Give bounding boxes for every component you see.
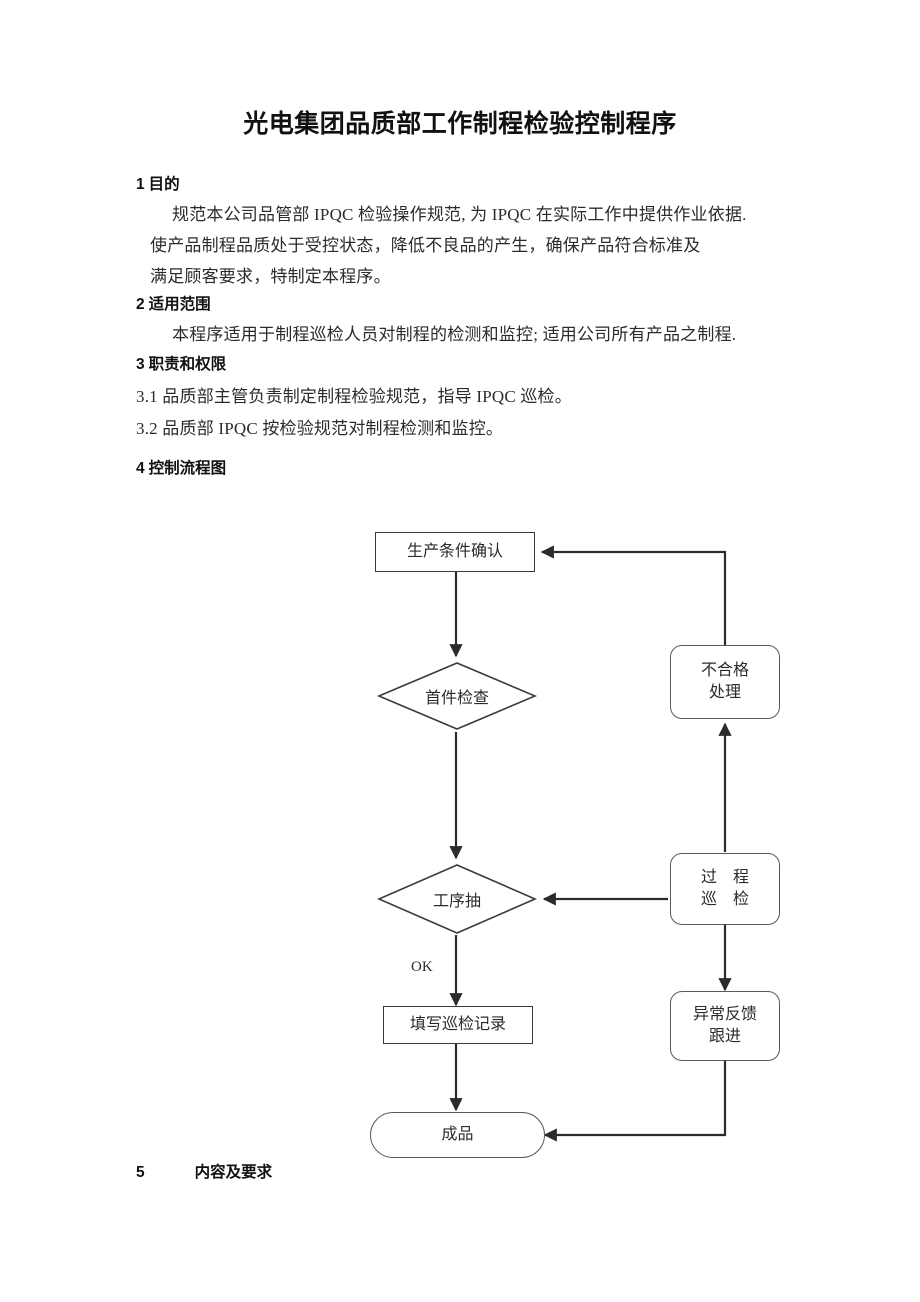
section-number-1: 1: [136, 176, 145, 193]
flow-node-first-article-check[interactable]: 首件检查: [377, 661, 537, 731]
section-number-4: 4: [136, 460, 145, 477]
flow-node-nonconforming-handling[interactable]: 不合格 处理: [670, 645, 780, 719]
section-2-line-1: 本程序适用于制程巡检人员对制程的检测和监控; 适用公司所有产品之制程.: [172, 325, 737, 344]
page-title: 光电集团品质部工作制程检验控制程序: [243, 110, 677, 138]
flow-node-process-patrol[interactable]: 过 程 巡 检: [670, 853, 780, 925]
flow-node-abnormal-feedback[interactable]: 异常反馈 跟进: [670, 991, 780, 1061]
flow-node-label-line1: 过 程: [700, 869, 755, 887]
flow-node-finished-product[interactable]: 成品: [370, 1112, 545, 1158]
flow-node-label: 工序抽: [432, 893, 481, 910]
flow-node-label: 生产条件确认: [406, 543, 503, 561]
section-1-line-2: 使产品制程品质处于受控状态，降低不良品的产生，确保产品符合标准及: [150, 236, 701, 255]
section-3-line-1: 3.1 品质部主管负责制定制程检验规范，指导 IPQC 巡检。: [136, 387, 572, 406]
section-title-3: 职责和权限: [148, 356, 227, 373]
section-number-3: 3: [136, 356, 145, 373]
section-number-2: 2: [136, 296, 145, 313]
flow-node-label: 成品: [441, 1126, 474, 1144]
section-title-2: 适用范围: [148, 296, 211, 313]
flow-node-process-sampling[interactable]: 工序抽: [377, 863, 537, 935]
section-title-5: 内容及要求: [194, 1164, 273, 1181]
flow-node-label-line2: 巡 检: [700, 891, 755, 908]
flow-edge-label-ok: OK: [411, 959, 433, 975]
section-1-line-1: 规范本公司品管部 IPQC 检验操作规范, 为 IPQC 在实际工作中提供作业依…: [172, 205, 747, 224]
section-1-line-3: 满足顾客要求，特制定本程序。: [150, 267, 391, 286]
section-3-line-2: 3.2 品质部 IPQC 按检验规范对制程检测和监控。: [136, 419, 504, 438]
flow-node-label-line2: 处理: [708, 684, 741, 701]
section-title-1: 目的: [148, 176, 180, 193]
section-number-5: 5: [136, 1164, 145, 1181]
diamond-shape: [377, 864, 537, 934]
flow-node-production-condition[interactable]: 生产条件确认: [375, 532, 535, 572]
flow-node-label-line1: 异常反馈: [692, 1006, 757, 1024]
flow-node-label-line2: 跟进: [708, 1028, 741, 1045]
flow-node-label: 首件检查: [424, 690, 489, 707]
section-heading-5: 5 内容及要求: [136, 1160, 272, 1182]
section-title-4: 控制流程图: [148, 460, 227, 477]
flow-node-label-line1: 不合格: [700, 662, 749, 680]
flow-node-fill-patrol-record[interactable]: 填写巡检记录: [383, 1006, 533, 1044]
flow-node-label: 填写巡检记录: [409, 1016, 506, 1034]
diamond-shape: [377, 662, 537, 730]
